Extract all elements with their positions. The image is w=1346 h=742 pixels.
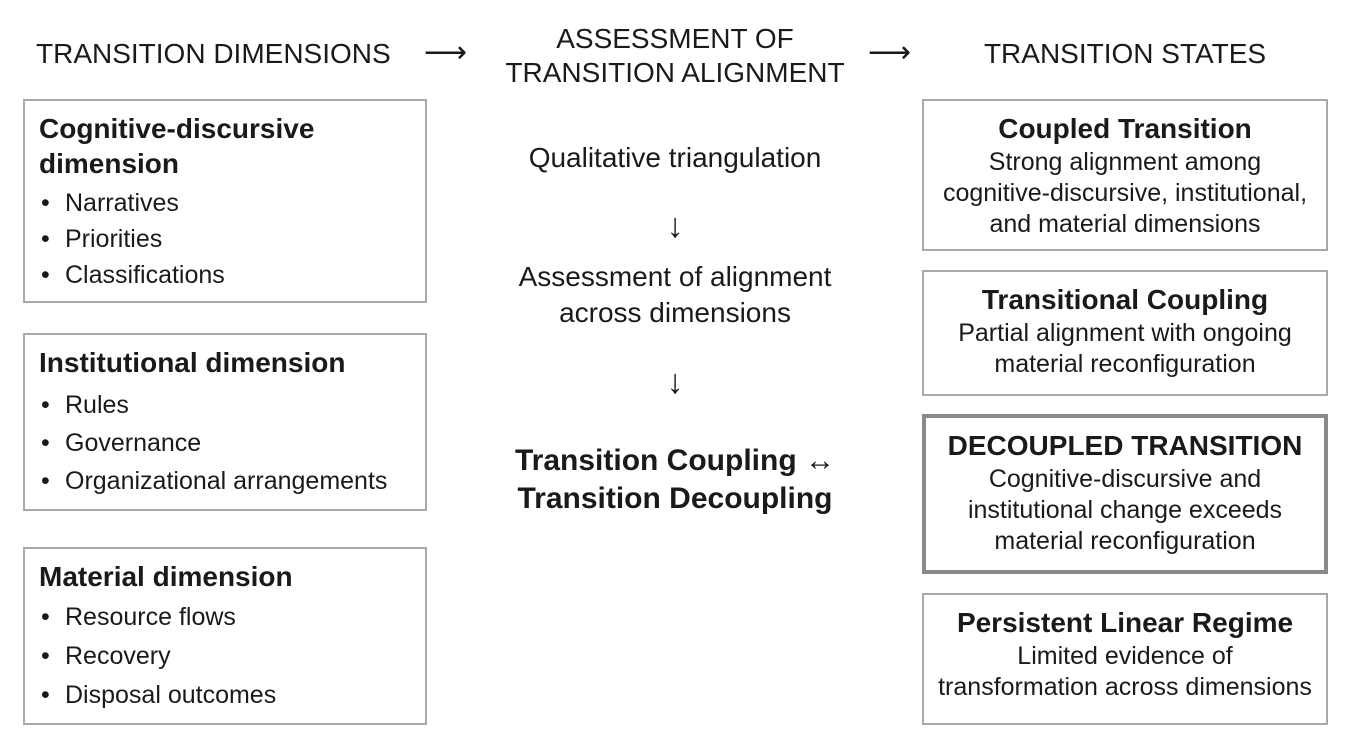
state-description: Strong alignment among cognitive-discurs… [930, 147, 1320, 240]
cognitive-discursive-title: Cognitive-discursive dimension [39, 111, 411, 181]
state-description-line: material reconfiguration [994, 527, 1256, 555]
cognitive-discursive-dimension-box: Cognitive-discursive dimension Narrative… [23, 99, 427, 303]
coupled-transition-box: Coupled Transition Strong alignment amon… [922, 99, 1328, 251]
cognitive-discursive-list: Narratives Priorities Classifications [39, 185, 411, 293]
list-item: Rules [39, 386, 411, 424]
state-description: Partial alignment with ongoing material … [930, 318, 1320, 380]
list-item: Resource flows [39, 598, 411, 637]
state-description: Limited evidence of transformation acros… [930, 641, 1320, 703]
right-arrow-icon: ⟶ [424, 36, 468, 69]
down-arrow-icon: ↓ [666, 363, 684, 401]
transitional-coupling-box: Transitional Coupling Partial alignment … [922, 270, 1328, 396]
state-title: DECOUPLED TRANSITION [947, 430, 1303, 461]
state-description-line: Partial alignment with ongoing [958, 319, 1292, 347]
right-arrow-icon: ⟶ [868, 36, 912, 69]
state-title: Persistent Linear Regime [956, 607, 1294, 638]
list-item: Priorities [39, 221, 411, 257]
state-description-line: cognitive-discursive, institutional, [942, 179, 1308, 207]
list-item: Recovery [39, 637, 411, 676]
alignment-assessment-line1: Assessment of alignment [518, 261, 832, 292]
persistent-linear-regime-box: Persistent Linear Regime Limited evidenc… [922, 593, 1328, 725]
material-title: Material dimension [39, 559, 411, 594]
state-description-line: Cognitive-discursive and [988, 465, 1262, 493]
header-assessment-line2: TRANSITION ALIGNMENT [505, 57, 845, 88]
list-item: Disposal outcomes [39, 676, 411, 715]
dimension-title-line2: dimension [39, 148, 180, 179]
list-item: Narratives [39, 185, 411, 221]
institutional-title: Institutional dimension [39, 345, 411, 380]
header-assessment: ASSESSMENT OF TRANSITION ALIGNMENT [470, 22, 880, 90]
state-title: Transitional Coupling [981, 284, 1269, 315]
state-title: Coupled Transition [998, 113, 1252, 144]
alignment-assessment-step: Assessment of alignment across dimension… [470, 259, 880, 331]
dimension-title-line1: Material dimension [39, 561, 293, 592]
institutional-dimension-box: Institutional dimension Rules Governance… [23, 333, 427, 511]
list-item: Organizational arrangements [39, 462, 411, 500]
decoupled-transition-box: DECOUPLED TRANSITION Cognitive-discursiv… [922, 414, 1328, 574]
coupling-decoupling-line1: Transition Coupling ↔ [515, 444, 835, 477]
header-transition-dimensions: TRANSITION DIMENSIONS [36, 38, 391, 69]
institutional-list: Rules Governance Organizational arrangem… [39, 386, 411, 500]
state-description-line: Limited evidence of [1017, 642, 1233, 670]
list-item: Classifications [39, 257, 411, 293]
state-description-line: transformation across dimensions [938, 673, 1312, 701]
header-transition-states: TRANSITION STATES [983, 38, 1267, 69]
coupling-decoupling-line2: Transition Decoupling [517, 482, 833, 515]
state-description-line: institutional change exceeds [967, 496, 1283, 524]
down-arrow-icon: ↓ [666, 207, 684, 245]
state-description-line: Strong alignment among [988, 148, 1262, 176]
state-description-line: material reconfiguration [994, 350, 1256, 378]
alignment-assessment-line2: across dimensions [559, 297, 791, 328]
list-item: Governance [39, 424, 411, 462]
qualitative-triangulation-step: Qualitative triangulation [528, 142, 822, 173]
state-description-line: and material dimensions [989, 210, 1261, 238]
material-dimension-box: Material dimension Resource flows Recove… [23, 547, 427, 725]
header-assessment-line1: ASSESSMENT OF [556, 23, 794, 54]
material-list: Resource flows Recovery Disposal outcome… [39, 598, 411, 715]
state-description: Cognitive-discursive and institutional c… [932, 464, 1318, 557]
coupling-decoupling-result: Transition Coupling ↔ Transition Decoupl… [470, 442, 880, 518]
dimension-title-line1: Cognitive-discursive [39, 113, 315, 144]
dimension-title-line1: Institutional dimension [39, 347, 346, 378]
